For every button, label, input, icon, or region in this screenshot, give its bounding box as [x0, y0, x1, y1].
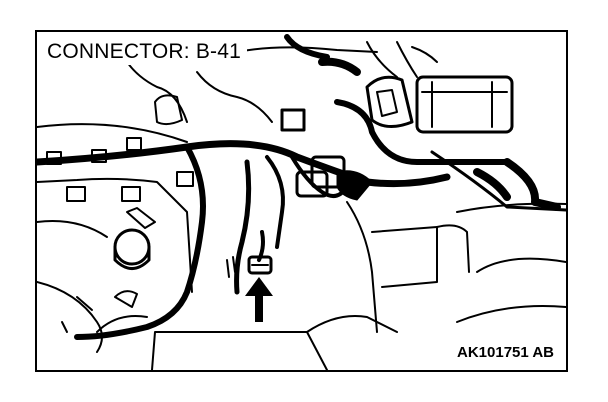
connector-top-left-2: [91, 149, 107, 163]
bulkhead-panel: [37, 123, 188, 143]
target-connector-b41: [247, 230, 273, 275]
connector-mid-1: [176, 171, 194, 187]
connector-top-left-3: [126, 137, 142, 151]
battery-tray: [151, 331, 328, 370]
connector-diagram: CONNECTOR: B-41 AK101751 AB: [35, 30, 568, 372]
oil-filler-cap: [113, 228, 151, 266]
engine-cover: [37, 177, 193, 293]
main-harness: [37, 140, 451, 188]
figure-code: AK101751 AB: [455, 344, 556, 362]
location-arrow: [245, 277, 273, 322]
engine-bay-illustration: [37, 34, 566, 370]
connector-top-left-1: [46, 151, 62, 165]
connector-mid-2: [280, 108, 306, 132]
connector-title: CONNECTOR: B-41: [43, 38, 247, 65]
relay-box: [415, 75, 514, 134]
